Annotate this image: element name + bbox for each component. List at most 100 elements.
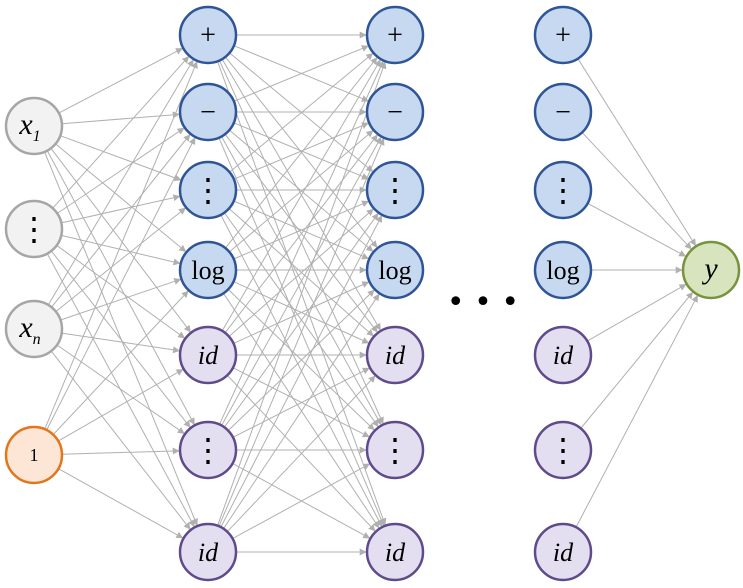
edge-l1-6-to-l2-3 [223, 293, 380, 529]
layer3-node-4-label: id [553, 341, 574, 370]
edge-l1-6-to-l2-2 [220, 215, 383, 528]
input-node-2: xn [4, 299, 64, 359]
layer1-node-3-label: log [191, 256, 224, 285]
edge-input-0-to-l1-5 [46, 150, 195, 426]
layer1-node-5: ⋮ [178, 420, 238, 480]
edge-input-1-to-l1-5 [50, 250, 191, 428]
edge-input-0-to-l1-2 [60, 135, 182, 182]
layer1-node-1-circle [178, 82, 238, 142]
input-node-3-label: 1 [30, 445, 39, 465]
layer2-node-5-circle [365, 420, 425, 480]
layer2-node-0-label: + [387, 20, 403, 51]
layer2-node-4-label: id [385, 341, 406, 370]
edge-input-2-to-l1-2 [55, 207, 186, 312]
layer2-node-5-label: ⋮ [379, 432, 411, 468]
layer1-node-3-circle [178, 240, 238, 300]
edge-l1-3-to-l2-0 [225, 57, 378, 249]
edge-input-3-to-l1-0 [44, 61, 198, 430]
layer3-node-3-label: log [546, 256, 579, 285]
layer3-node-0-label: + [555, 20, 571, 51]
edge-l1-2-to-l2-1 [233, 122, 369, 180]
edge-input-3-to-l1-1 [46, 137, 196, 431]
edge-l1-5-to-l2-1 [221, 136, 382, 426]
layer3-node-4-circle [533, 325, 593, 385]
input-node-2-label: xn [18, 311, 40, 348]
edge-l1-6-to-l2-5 [232, 463, 371, 540]
input-node-0: x1 [4, 96, 64, 156]
output-node: y [681, 240, 741, 300]
input-node-2-circle [4, 299, 64, 359]
layer2-node-4: id [365, 325, 425, 385]
layer3-node-5-label: ⋮ [547, 432, 579, 468]
layer1-node-6-label: id [198, 538, 219, 567]
input-node-0-label: x1 [18, 108, 40, 145]
edge-input-2-to-l1-5 [56, 344, 185, 434]
nodes: x1 ⋮ xn 1 + − ⋮ log id ⋮ id + − ⋮ log id ⋮ id + − ⋮ log id ⋮ id y [4, 5, 741, 582]
edge-l1-2-to-l2-0 [229, 53, 374, 173]
layer3-node-2-label: ⋮ [547, 172, 579, 208]
layer2-node-2-label: ⋮ [379, 172, 411, 208]
layer3-node-5-circle [533, 420, 593, 480]
edge-input-0-to-l1-0 [58, 47, 183, 114]
layer1-node-4: id [178, 325, 238, 385]
layer1-node-2: ⋮ [178, 160, 238, 220]
layer3-node-2-circle [533, 160, 593, 220]
layer3-node-6: id [533, 522, 593, 582]
layer2-node-1: − [365, 82, 425, 142]
layer2-node-1-circle [365, 82, 425, 142]
layer1-node-1-label: − [200, 97, 216, 128]
layer3-node-5: ⋮ [533, 420, 593, 480]
edge-input-1-to-l1-1 [56, 127, 185, 214]
layer3-node-6-label: id [553, 538, 574, 567]
edge-input-3-to-l1-5 [61, 447, 180, 455]
edge-input-3-to-l1-6 [58, 468, 184, 539]
edge-l1-4-to-l2-3 [233, 281, 370, 344]
edge-input-2-to-l1-0 [47, 59, 194, 306]
edge-l3-4-to-output [587, 284, 687, 342]
edge-input-1-to-l1-3 [61, 234, 181, 266]
layer1-node-0-label: + [200, 20, 216, 51]
layer1-node-6: id [178, 522, 238, 582]
edge-l3-0-to-output [577, 58, 696, 247]
input-node-1: ⋮ [4, 199, 64, 259]
edge-l1-6-to-l2-4 [226, 375, 376, 533]
layer2-node-6-circle [365, 522, 425, 582]
layer1-node-1: − [178, 82, 238, 142]
layer2-node-6-label: id [385, 538, 406, 567]
layer2-node-2: ⋮ [365, 160, 425, 220]
edge-input-0-to-l1-1 [61, 111, 180, 125]
edge-l3-2-to-output [587, 202, 687, 257]
layer1-node-5-label: ⋮ [192, 432, 224, 468]
input-node-0-circle [4, 96, 64, 156]
layer3-node-0-circle [533, 5, 593, 65]
input-node-3: 1 [4, 425, 64, 485]
edge-l1-3-to-l2-1 [229, 130, 374, 253]
layer2-node-6: id [365, 522, 425, 582]
layer3-node-6-circle [533, 522, 593, 582]
layer3-node-0: + [533, 5, 593, 65]
layer3-node-1-circle [533, 82, 593, 142]
layer1-node-4-circle [178, 325, 238, 385]
edge-l3-6-to-output [575, 295, 698, 528]
edge-input-0-to-l1-3 [55, 143, 187, 252]
layer1-node-4-label: id [198, 341, 219, 370]
edge-input-2-to-l1-3 [60, 278, 182, 321]
layer1-node-2-label: ⋮ [192, 172, 224, 208]
layer2-node-3-label: log [378, 256, 411, 285]
layer2-node-0-circle [365, 5, 425, 65]
layer-ellipsis: • • • [447, 285, 519, 320]
edge-input-3-to-l1-3 [52, 290, 189, 435]
edge-input-1-to-l1-0 [52, 56, 190, 209]
output-node-circle [681, 240, 741, 300]
edge-l1-4-to-l2-2 [228, 208, 374, 337]
edge-input-1-to-l1-6 [46, 253, 195, 528]
edge-input-1-to-l1-4 [56, 245, 186, 339]
edge-l1-5-to-l2-0 [219, 60, 384, 425]
edge-l3-1-to-output [581, 132, 692, 250]
layer3-node-4: id [533, 325, 593, 385]
edge-input-2-to-l1-1 [51, 134, 191, 308]
edge-input-2-to-l1-6 [50, 350, 191, 530]
layer3-node-1: − [533, 82, 593, 142]
layer1-node-0: + [178, 5, 238, 65]
